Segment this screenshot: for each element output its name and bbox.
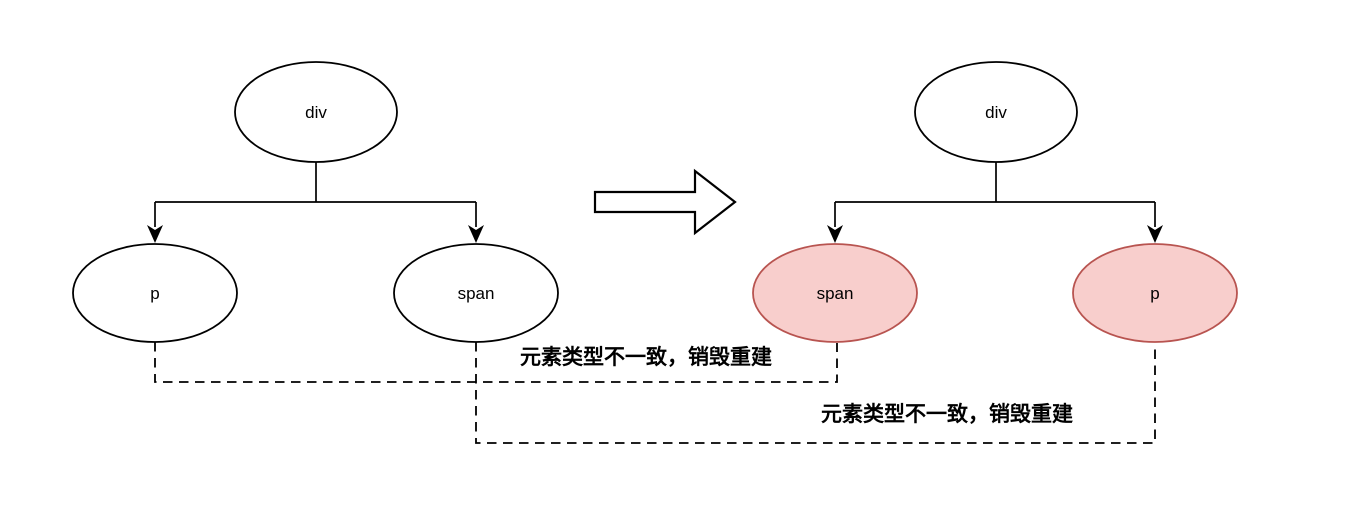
node-right-p: p [1072, 243, 1238, 343]
node-label: span [458, 284, 495, 303]
node-left-p: p [72, 243, 238, 343]
node-left-span: span [393, 243, 559, 343]
node-left-div-shape [234, 61, 398, 163]
diff-connector-span-to-p: 元素类型不一致，销毁重建 [475, 342, 1156, 444]
node-label: div [985, 103, 1007, 122]
arrowhead-down-icon [827, 225, 843, 243]
node-left-div: div [234, 61, 398, 163]
node-right-span-shape [752, 243, 918, 343]
arrowhead-down-icon [147, 225, 163, 243]
node-label: span [817, 284, 854, 303]
dashed-connector-line [475, 342, 1156, 444]
arrowhead-down-icon [1147, 225, 1163, 243]
diff-annotation: 元素类型不一致，销毁重建 [520, 345, 772, 369]
diff-annotation: 元素类型不一致，销毁重建 [821, 402, 1073, 426]
dashed-connector-line [154, 342, 838, 383]
diff-connector-p-to-span: 元素类型不一致，销毁重建 [154, 342, 838, 383]
left-tree-edges [154, 162, 477, 227]
node-right-span: span [752, 243, 918, 343]
right-tree-edges [834, 162, 1156, 227]
node-label: p [1150, 284, 1159, 303]
arrowhead-down-icon [468, 225, 484, 243]
node-right-div: div [914, 61, 1078, 163]
left-tree: div p span [72, 61, 559, 343]
node-label: div [305, 103, 327, 122]
right-tree: div span p [752, 61, 1238, 343]
node-label: p [150, 284, 159, 303]
right-arrow-icon [593, 168, 737, 236]
node-right-div-shape [914, 61, 1078, 163]
node-right-p-shape [1072, 243, 1238, 343]
